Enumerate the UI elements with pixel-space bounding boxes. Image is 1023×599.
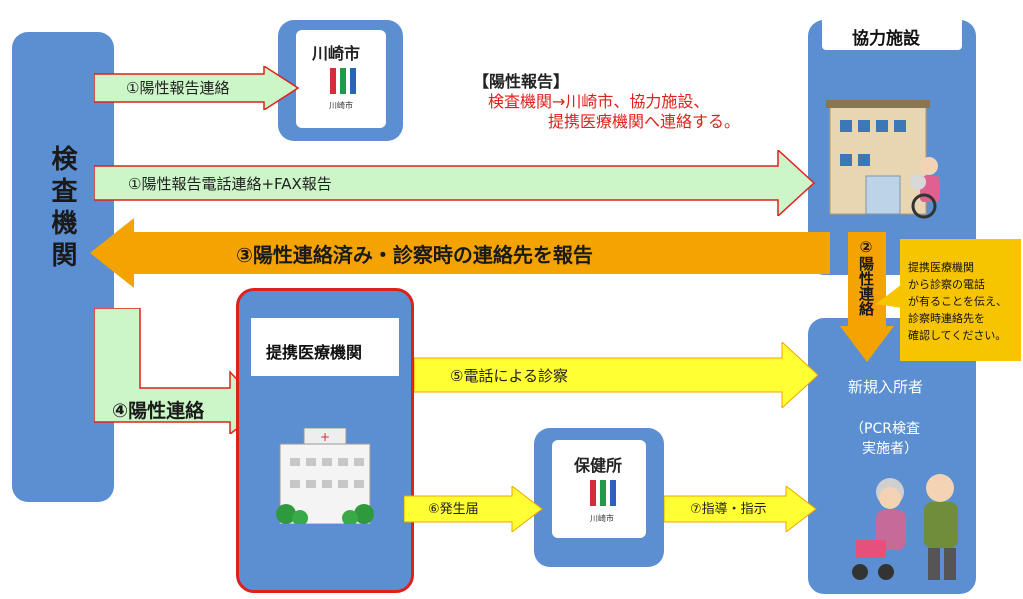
cooperating-facility-header (822, 20, 962, 50)
callout-line4: 診察時連絡先を (908, 312, 985, 325)
health-center-logo-icon (590, 480, 616, 506)
medical-institution-title: 提携医療機関 (266, 343, 363, 362)
callout-box (900, 239, 1021, 361)
arrow-guidance-instruction (664, 486, 817, 532)
kawasaki-city-title: 川崎市 (312, 44, 361, 63)
positive-report-heading: 【陽性報告】 (473, 72, 570, 91)
kawasaki-logo-icon (330, 68, 356, 94)
cooperating-facility-title: 協力施設 (852, 29, 920, 49)
arrow-label-positive-contact: ②陽性連絡 (857, 238, 875, 316)
svg-text:+: + (320, 430, 330, 444)
arrow-positive-contact-down (840, 232, 894, 362)
new-resident-sub2: 実施者） (862, 441, 918, 457)
health-center-card (552, 440, 646, 538)
arrow-positive-report-kawasaki (94, 66, 300, 110)
arrow-phone-consultation (414, 342, 818, 408)
new-resident-sub1: （PCR検査 (850, 421, 920, 437)
arrow-label-phone-consultation: ⑤電話による診察 (450, 367, 568, 385)
inspection-agency-box (12, 32, 114, 502)
arrow-label-outbreak-notice: ⑥発生届 (428, 502, 479, 517)
arrow-outbreak-notice (404, 486, 543, 532)
arrow-label-guidance-instruction: ⑦指導・指示 (690, 502, 767, 517)
arrow-report-contact-orange (90, 218, 830, 288)
callout-line3: が有ることを伝え、 (908, 295, 1007, 308)
callout-pointer (876, 284, 902, 308)
health-center-logo-caption: 川崎市 (590, 514, 614, 523)
positive-report-line1: 検査機関→川崎市、協力施設、 (488, 92, 710, 111)
care-facility-building-icon (826, 100, 940, 219)
callout-text: 提携医療機関 から診察の電話 が有ることを伝え、 診察時連絡先を 確認してくださ… (908, 259, 1007, 344)
health-center-title: 保健所 (574, 456, 623, 475)
arrow-positive-report-fax (94, 150, 816, 216)
medical-institution-header (251, 318, 399, 376)
inspection-agency-label: 検査機関 (47, 145, 77, 273)
new-resident-title: 新規入所者 (848, 378, 924, 396)
positive-report-line2: 提携医療機関へ連絡する。 (548, 112, 741, 131)
callout-line1: 提携医療機関 (908, 261, 974, 274)
callout-line2: から診察の電話 (908, 278, 985, 291)
arrow-label-report-contact: ③陽性連絡済み・診察時の連絡先を報告 (236, 243, 593, 267)
arrow-label-positive-report: ①陽性報告連絡 (126, 79, 230, 97)
arrow-label-positive-contact-medical: ④陽性連絡 (112, 400, 205, 422)
elderly-residents-icon (852, 474, 958, 580)
kawasaki-logo-caption: 川崎市 (329, 101, 353, 110)
callout-line5: 確認してください。 (908, 329, 1007, 342)
arrow-label-positive-report-fax: ①陽性報告電話連絡+FAX報告 (128, 175, 332, 193)
hospital-building-icon: + (276, 428, 374, 524)
